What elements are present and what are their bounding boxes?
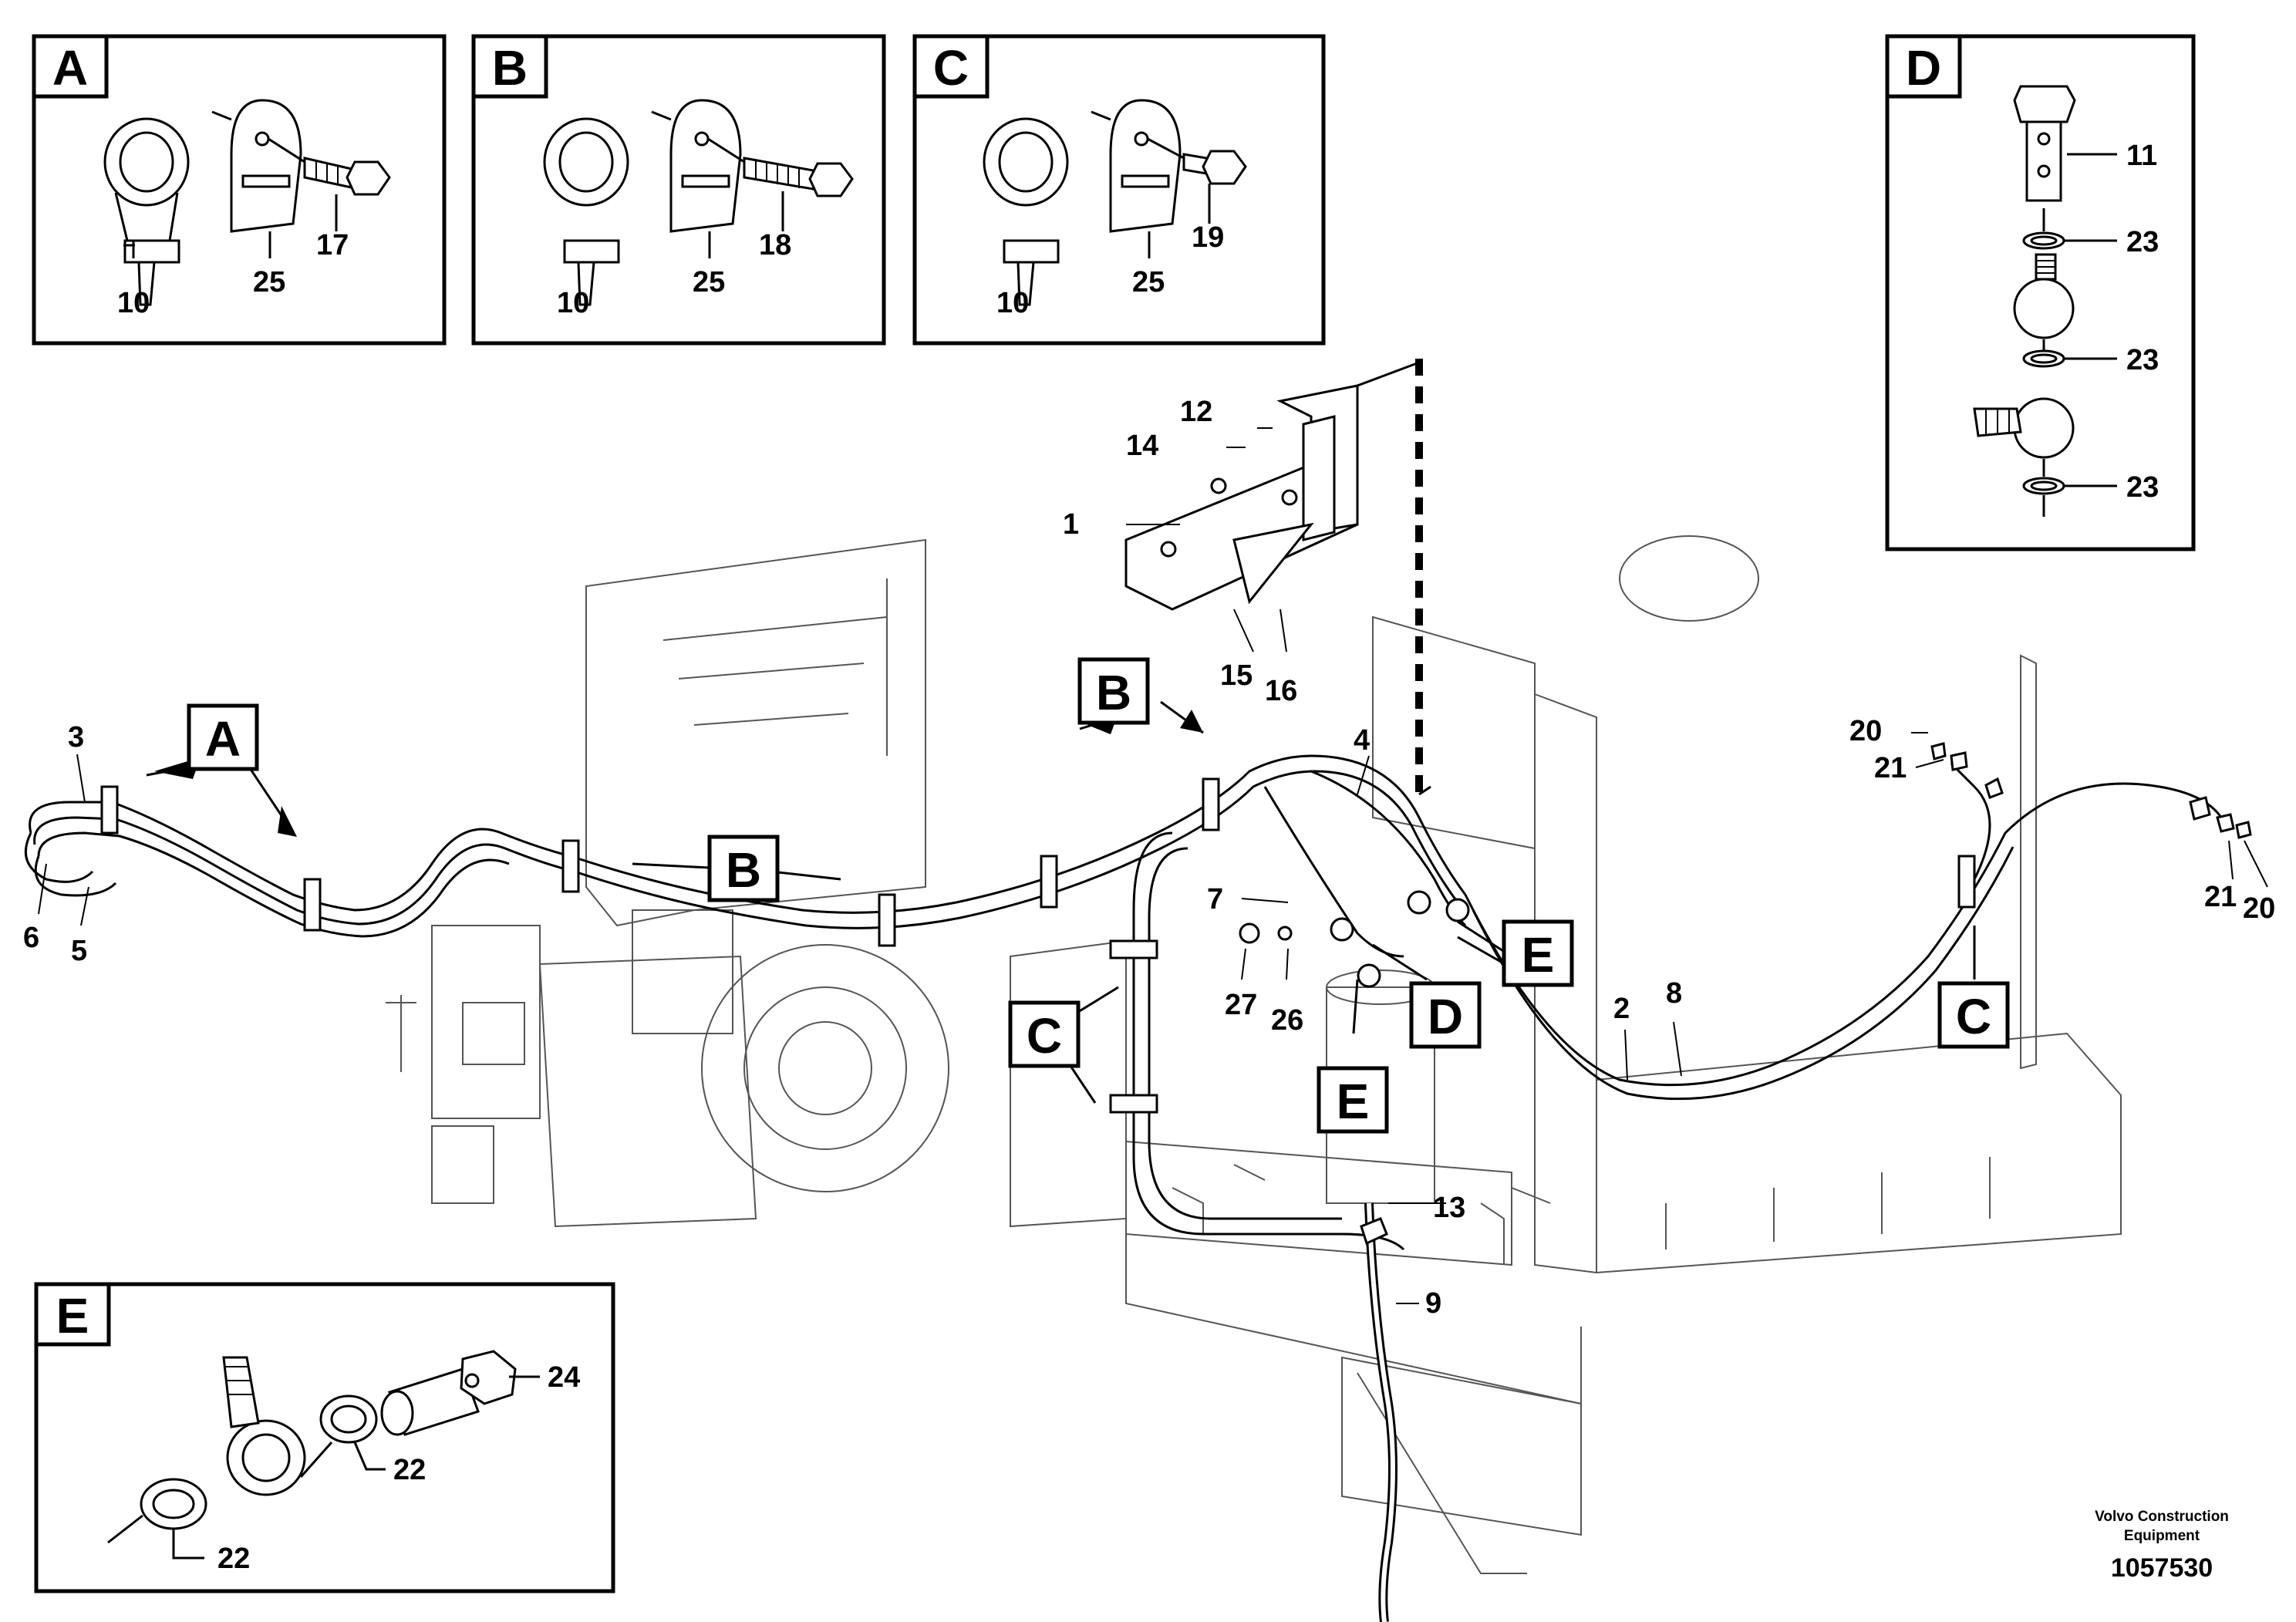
credit-block: Volvo Construction Equipment 1057530 xyxy=(2095,1509,2229,1583)
label-14: 14 xyxy=(1126,430,1158,462)
callout-a: A xyxy=(205,711,241,767)
label-4: 4 xyxy=(1354,724,1370,757)
label-22: 22 xyxy=(217,1543,250,1575)
callout-b-upper: B xyxy=(1096,665,1131,720)
label-21-right: 21 xyxy=(2204,881,2237,913)
label-10: 10 xyxy=(557,287,589,319)
label-23: 23 xyxy=(2126,471,2159,504)
label-19: 19 xyxy=(1192,221,1224,254)
hose-clamps xyxy=(100,742,2252,1246)
part-leaders xyxy=(38,427,2268,1304)
callout-e-lower: E xyxy=(1337,1074,1370,1129)
credit-line-2: Equipment xyxy=(2124,1528,2200,1544)
detail-letter-c: C xyxy=(933,40,969,96)
label-23: 23 xyxy=(2126,226,2159,258)
label-24: 24 xyxy=(548,1361,580,1394)
label-6: 6 xyxy=(23,922,39,954)
label-1: 1 xyxy=(1063,508,1079,541)
callout-e-upper: E xyxy=(1522,927,1555,983)
detail-box-e: E 24 22 22 xyxy=(34,1282,615,1593)
label-23: 23 xyxy=(2126,344,2159,376)
label-13: 13 xyxy=(1433,1192,1465,1224)
label-5: 5 xyxy=(71,935,87,967)
label-20-right: 20 xyxy=(2243,892,2275,925)
detail-letter-d: D xyxy=(1906,40,1941,96)
hose-runs xyxy=(24,754,2223,1622)
callout-c-right: C xyxy=(1956,989,1991,1044)
detail-box-b: B 10 25 18 xyxy=(471,34,886,346)
label-22: 22 xyxy=(393,1454,426,1486)
detail-letter-b: B xyxy=(492,40,528,96)
label-17: 17 xyxy=(316,229,349,261)
detail-box-c: C 10 25 19 xyxy=(912,34,1326,346)
label-7: 7 xyxy=(1207,883,1223,916)
bracket-assembly xyxy=(1124,359,1431,796)
label-18: 18 xyxy=(759,229,791,261)
label-15: 15 xyxy=(1220,659,1253,692)
detail-letter-e: E xyxy=(56,1288,89,1344)
document-number: 1057530 xyxy=(2111,1553,2213,1583)
label-9: 9 xyxy=(1425,1287,1441,1320)
callout-c-left: C xyxy=(1027,1008,1062,1064)
label-8: 8 xyxy=(1666,977,1682,1010)
label-27: 27 xyxy=(1225,989,1257,1021)
label-10: 10 xyxy=(117,287,150,319)
label-11: 11 xyxy=(2126,140,2157,172)
callout-d: D xyxy=(1428,989,1463,1044)
engine-outline xyxy=(386,535,2122,1574)
label-2: 2 xyxy=(1613,993,1630,1025)
detail-box-d: D 11 23 23 23 xyxy=(1885,34,2196,551)
label-16: 16 xyxy=(1265,675,1297,707)
detail-box-a: A 10 25 17 xyxy=(32,34,447,346)
label-25: 25 xyxy=(1132,266,1165,298)
part-labels: 3 6 5 1 12 14 15 16 4 7 27 26 2 8 13 9 2… xyxy=(23,396,2275,1320)
callout-tags: A B B C C D E E xyxy=(187,657,2010,1134)
label-10: 10 xyxy=(996,287,1029,319)
label-3: 3 xyxy=(68,721,84,754)
detail-letter-a: A xyxy=(52,40,88,96)
label-25: 25 xyxy=(693,266,725,298)
credit-line-1: Volvo Construction xyxy=(2095,1509,2229,1525)
label-12: 12 xyxy=(1180,396,1212,428)
label-25: 25 xyxy=(253,266,285,298)
label-26: 26 xyxy=(1271,1004,1303,1037)
label-20-left: 20 xyxy=(1849,715,1882,747)
label-21-left: 21 xyxy=(1874,752,1907,784)
callout-b-lower: B xyxy=(726,842,761,898)
